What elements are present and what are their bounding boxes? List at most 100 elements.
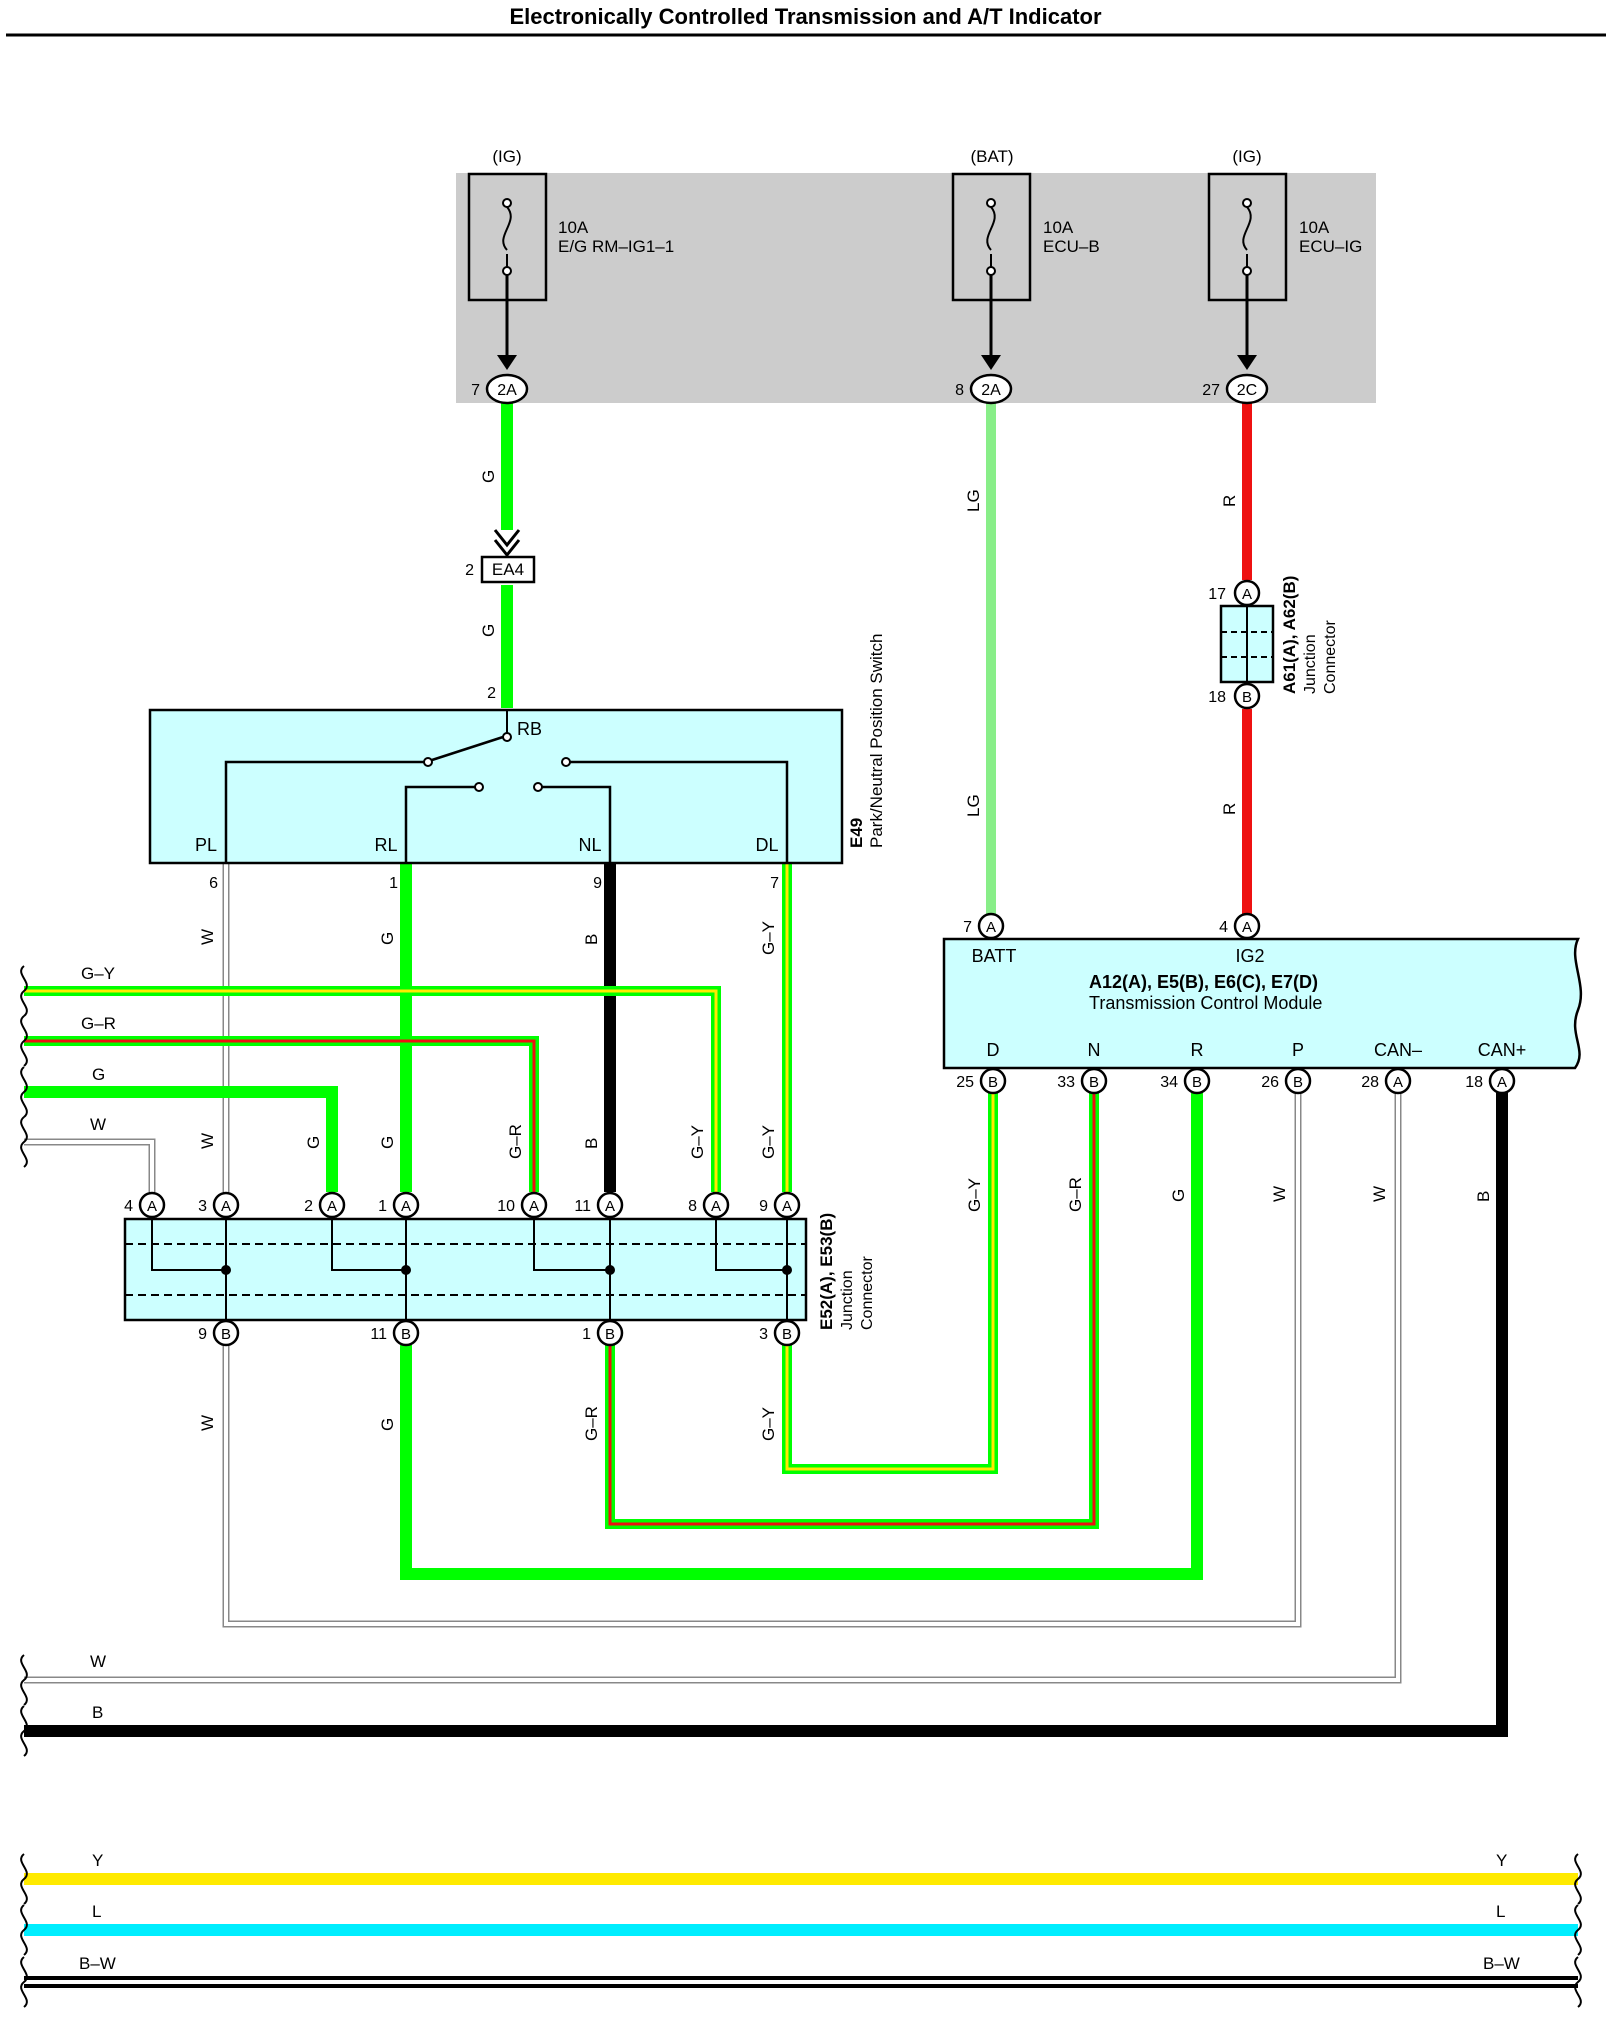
pin-2a-8: 2A 8 <box>955 373 1013 405</box>
switch-name: Park/Neutral Position Switch <box>867 634 886 848</box>
svg-text:B: B <box>92 1703 103 1722</box>
fuse-eg-rm-ig1-1: (IG) 10A E/G RM–IG1–1 <box>467 147 674 302</box>
svg-text:25: 25 <box>956 1074 974 1091</box>
svg-text:8: 8 <box>688 1198 697 1215</box>
svg-text:4: 4 <box>124 1198 133 1215</box>
svg-text:R: R <box>1191 1040 1204 1060</box>
fuse-source: (BAT) <box>970 147 1013 166</box>
junction-code: A61(A), A62(B) <box>1280 576 1299 694</box>
svg-text:G–R: G–R <box>1066 1177 1085 1212</box>
junction-a61-a62: A 17 B 18 A61(A), A62(B) Junction Connec… <box>1208 576 1339 710</box>
junction-name: Connector <box>859 1256 876 1330</box>
svg-text:L: L <box>92 1902 101 1921</box>
switch-code: E49 <box>847 818 866 848</box>
svg-text:R: R <box>1220 495 1239 507</box>
svg-text:G–R: G–R <box>582 1406 601 1441</box>
fuse-ecu-b: (BAT) 10A ECU–B <box>951 147 1100 302</box>
wire-g-left <box>24 1086 338 1192</box>
svg-text:G–R: G–R <box>81 1014 116 1033</box>
arrow-icon <box>981 355 1001 370</box>
svg-text:26: 26 <box>1261 1074 1279 1091</box>
wire-w-can-minus <box>24 1088 1402 1684</box>
fuse-name: ECU–B <box>1043 237 1100 256</box>
svg-text:B–W: B–W <box>79 1954 116 1973</box>
svg-text:2: 2 <box>304 1198 313 1215</box>
connector-ea4: EA4 2 2 <box>465 529 536 702</box>
wire-g-r <box>400 1088 1203 1580</box>
svg-text:B: B <box>1192 1074 1202 1091</box>
svg-text:PL: PL <box>195 835 217 855</box>
svg-text:W: W <box>198 929 217 945</box>
svg-text:LG: LG <box>964 794 983 817</box>
svg-text:G–Y: G–Y <box>965 1178 984 1212</box>
svg-text:17: 17 <box>1208 586 1226 603</box>
svg-text:G: G <box>1169 1189 1188 1202</box>
svg-text:W: W <box>198 1133 217 1149</box>
svg-text:B: B <box>221 1326 231 1343</box>
svg-text:G–R: G–R <box>506 1124 525 1159</box>
svg-text:G–Y: G–Y <box>759 1407 778 1441</box>
svg-text:L: L <box>1496 1902 1505 1921</box>
junction-name: Junction <box>839 1270 856 1330</box>
svg-text:B: B <box>1089 1074 1099 1091</box>
svg-text:6: 6 <box>209 875 218 892</box>
svg-text:34: 34 <box>1160 1074 1178 1091</box>
pin-2c-27: 2C 27 <box>1202 373 1269 405</box>
switch-e49: RB PL RL NL DL 6 1 9 7 E49 Park/Neutral … <box>148 634 886 892</box>
svg-text:3: 3 <box>198 1198 207 1215</box>
svg-text:N: N <box>1088 1040 1101 1060</box>
fuse-rating: 10A <box>1299 218 1330 237</box>
svg-text:B: B <box>1293 1074 1303 1091</box>
svg-text:LG: LG <box>964 489 983 512</box>
svg-text:2A: 2A <box>497 382 517 399</box>
wire-gr-left <box>24 1036 539 1192</box>
svg-text:A: A <box>986 919 996 936</box>
svg-text:CAN+: CAN+ <box>1478 1040 1527 1060</box>
svg-text:A: A <box>327 1198 337 1215</box>
switch-rb-label: RB <box>517 719 542 739</box>
svg-text:B: B <box>782 1326 792 1343</box>
svg-text:A: A <box>1242 919 1252 936</box>
svg-text:2: 2 <box>465 562 474 579</box>
wire-b-can-plus <box>24 1088 1508 1737</box>
svg-text:A: A <box>401 1198 411 1215</box>
svg-text:W: W <box>1370 1186 1389 1202</box>
svg-text:G: G <box>92 1065 105 1084</box>
svg-text:7: 7 <box>471 382 480 399</box>
svg-text:Y: Y <box>92 1851 103 1870</box>
svg-text:G: G <box>378 932 397 945</box>
svg-text:A: A <box>1393 1074 1403 1091</box>
svg-text:W: W <box>90 1652 106 1671</box>
svg-text:4: 4 <box>1219 919 1228 936</box>
svg-text:B–W: B–W <box>1483 1954 1520 1973</box>
svg-text:1: 1 <box>389 875 398 892</box>
svg-text:33: 33 <box>1057 1074 1075 1091</box>
svg-text:G: G <box>378 1136 397 1149</box>
svg-text:27: 27 <box>1202 382 1220 399</box>
svg-text:B: B <box>988 1074 998 1091</box>
svg-text:A: A <box>529 1198 539 1215</box>
svg-text:3: 3 <box>759 1326 768 1343</box>
wire-gy-left <box>24 986 721 1192</box>
svg-text:7: 7 <box>770 875 779 892</box>
fuse-rating: 10A <box>1043 218 1074 237</box>
svg-text:W: W <box>198 1415 217 1431</box>
wire-w-p <box>222 1088 1302 1628</box>
svg-text:A: A <box>147 1198 157 1215</box>
svg-text:B: B <box>605 1326 615 1343</box>
wire-gy-d <box>782 1088 998 1474</box>
svg-text:DL: DL <box>755 835 778 855</box>
svg-text:9: 9 <box>593 875 602 892</box>
svg-text:A: A <box>1497 1074 1507 1091</box>
fuse-rating: 10A <box>558 218 589 237</box>
svg-text:G–Y: G–Y <box>81 964 115 983</box>
fuse-name: E/G RM–IG1–1 <box>558 237 674 256</box>
svg-text:2: 2 <box>487 685 496 702</box>
transmission-control-module: A 7 BATT A 4 IG2 A12(A), E5(B), E6(C), E… <box>942 912 1583 1095</box>
tcm-codes: A12(A), E5(B), E6(C), E7(D) <box>1089 972 1318 992</box>
wire-gr-n <box>605 1088 1099 1529</box>
junction-e52-e53: A 4 A 3 A 2 A 1 A 10 A 11 A 8 A 9 B <box>123 1191 876 1347</box>
svg-text:11: 11 <box>370 1326 387 1343</box>
fuse-source: (IG) <box>1232 147 1261 166</box>
